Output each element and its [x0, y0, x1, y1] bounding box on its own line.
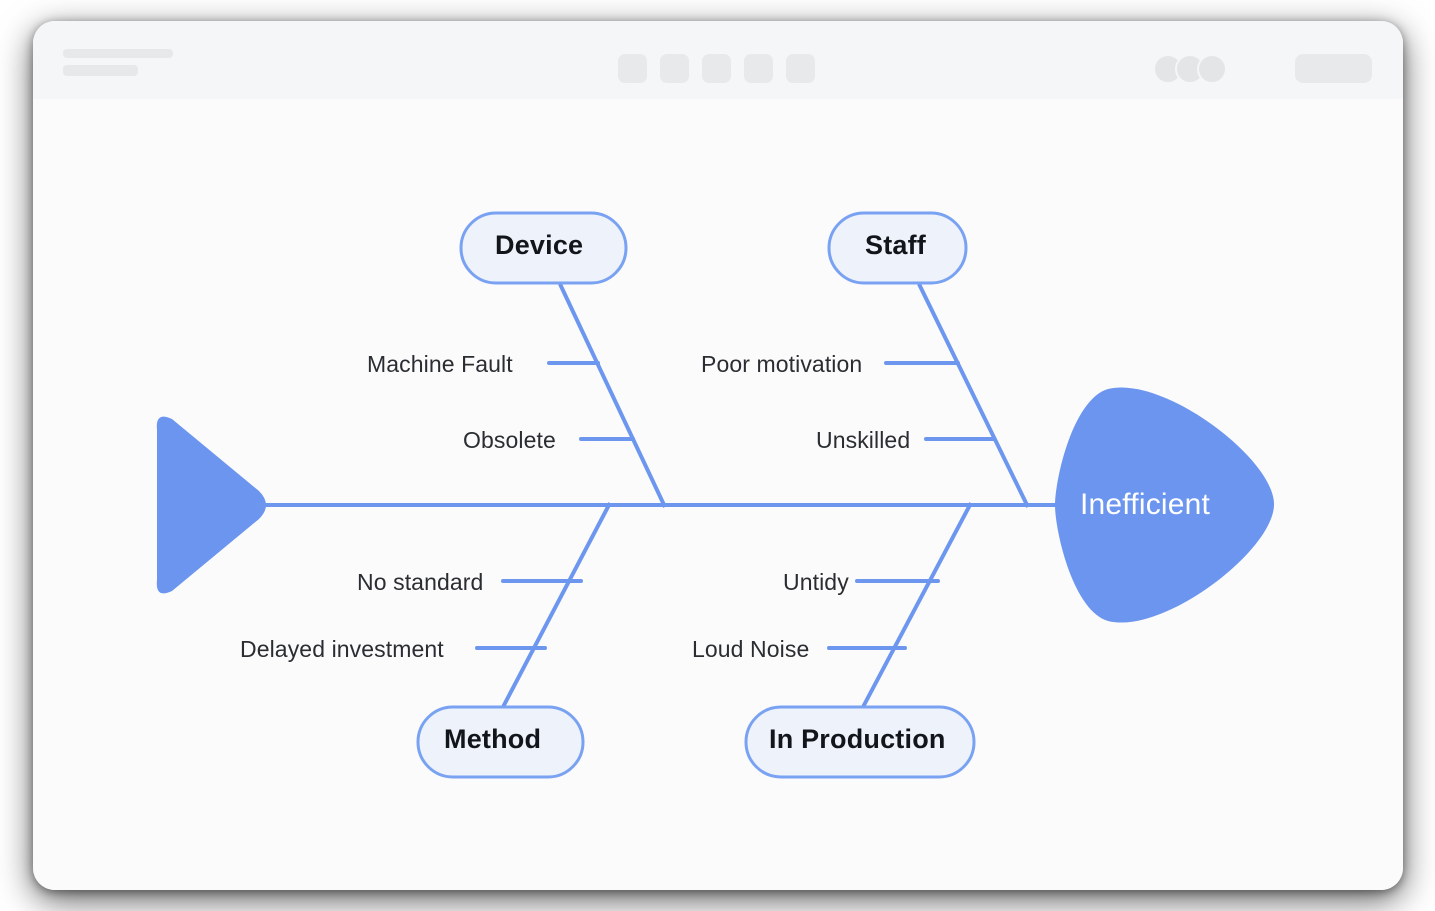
- title-bar-placeholder: [63, 49, 173, 58]
- cause-label-machine-fault[interactable]: Machine Fault: [367, 351, 513, 377]
- pill-in-production: [744, 705, 976, 779]
- window-titlebar: [33, 21, 1403, 99]
- toolbar: [618, 54, 815, 83]
- bone-method: [501, 502, 612, 708]
- tool-chip-3[interactable]: [702, 54, 731, 83]
- pill-staff: [827, 211, 968, 285]
- bone-in-production: [861, 502, 973, 708]
- subtitle-bar-placeholder: [63, 65, 138, 76]
- cause-label-unskilled[interactable]: Unskilled: [816, 427, 911, 453]
- fishbone-diagram: .bone{stroke:#6d97ef;stroke-width:4;fill…: [156, 211, 1275, 779]
- cause-label-loud-noise[interactable]: Loud Noise: [692, 636, 810, 662]
- tool-chip-2[interactable]: [660, 54, 689, 83]
- diagram-canvas: .bone{stroke:#6d97ef;stroke-width:4;fill…: [33, 99, 1403, 890]
- fish-head: [1055, 387, 1275, 623]
- cause-label-untidy[interactable]: Untidy: [783, 569, 849, 595]
- cause-label-obsolete[interactable]: Obsolete: [463, 427, 556, 453]
- cause-label-delayed-investment[interactable]: Delayed investment: [240, 636, 444, 662]
- tool-chip-4[interactable]: [744, 54, 773, 83]
- category-label-device[interactable]: Device: [495, 230, 584, 260]
- tool-chip-1[interactable]: [618, 54, 647, 83]
- share-button-placeholder[interactable]: [1295, 54, 1372, 83]
- category-label-method[interactable]: Method: [444, 724, 542, 754]
- app-window: .bone{stroke:#6d97ef;stroke-width:4;fill…: [33, 21, 1403, 890]
- avatar-3[interactable]: [1197, 54, 1227, 84]
- pill-method: [416, 705, 585, 779]
- tool-chip-5[interactable]: [786, 54, 815, 83]
- cause-label-poor-motivation[interactable]: Poor motivation: [701, 351, 863, 377]
- effect-label[interactable]: Inefficient: [1080, 488, 1211, 521]
- cause-label-no-standard[interactable]: No standard: [357, 569, 484, 595]
- bone-staff: [917, 283, 1030, 508]
- fish-tail: [156, 416, 266, 594]
- pill-device: [459, 211, 628, 285]
- category-label-staff[interactable]: Staff: [865, 230, 926, 260]
- bone-device: [558, 283, 667, 508]
- category-label-in-production[interactable]: In Production: [769, 724, 946, 754]
